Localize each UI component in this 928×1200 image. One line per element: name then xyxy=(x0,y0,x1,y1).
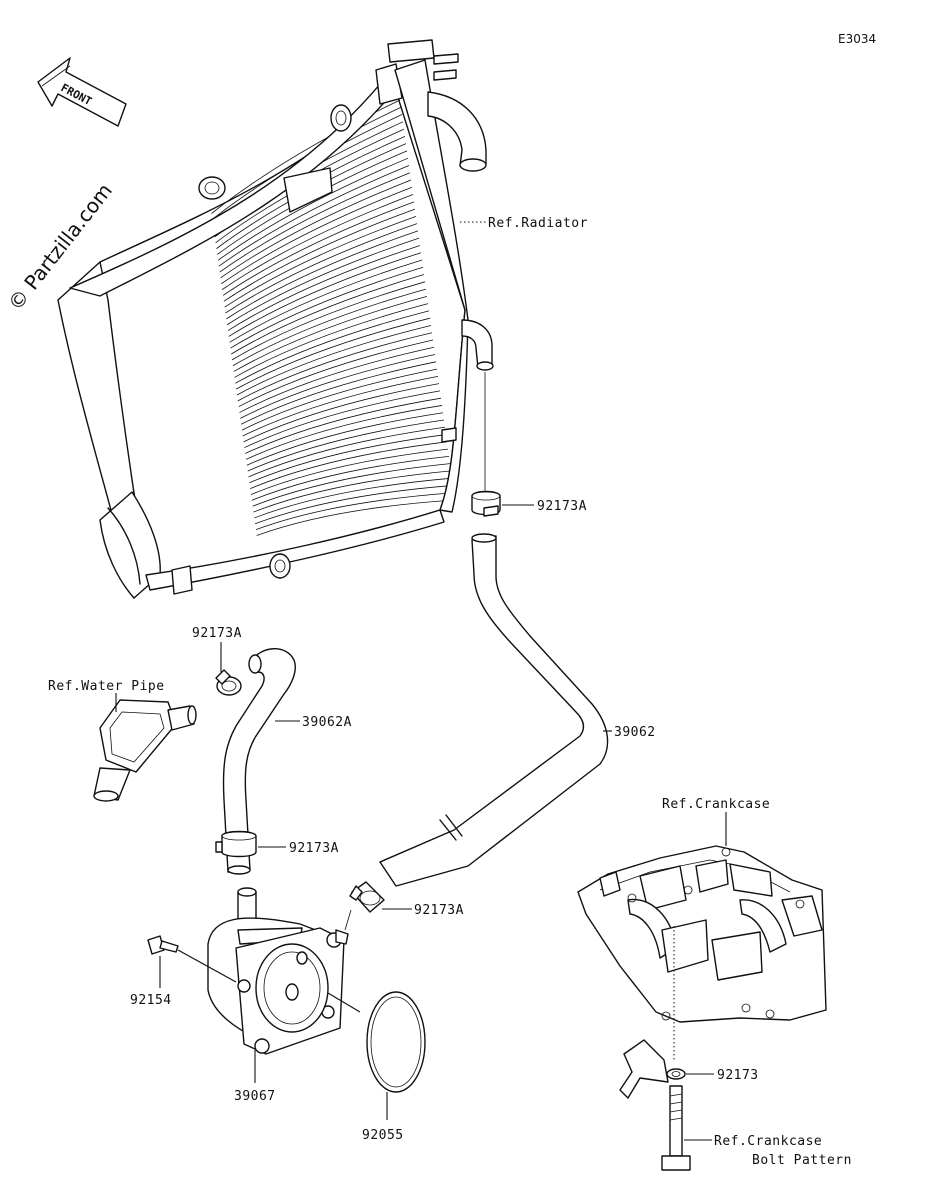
radiator-fin xyxy=(224,215,417,308)
radiator-fin xyxy=(251,455,450,501)
radiator-assembly xyxy=(57,39,494,599)
hose-clamp-92173A-mid xyxy=(215,830,257,858)
label-39062: 39062 xyxy=(614,725,656,740)
radiator-fin xyxy=(240,361,437,425)
filler-neck xyxy=(387,39,459,81)
radiator-fin xyxy=(239,346,435,413)
label-92173: 92173 xyxy=(717,1068,759,1083)
hose-39062A xyxy=(222,648,296,875)
radiator-fin xyxy=(235,310,430,384)
label-39067: 39067 xyxy=(234,1089,276,1104)
figure-code: E3034 xyxy=(838,32,876,46)
radiator-fin xyxy=(245,405,443,460)
radiator-fin xyxy=(253,470,452,513)
hose-clamp-92173A-cooler xyxy=(349,881,385,913)
radiator-fin xyxy=(252,463,451,507)
radiator-fin xyxy=(229,259,423,343)
label-39062A: 39062A xyxy=(302,715,352,730)
bolt-92154 xyxy=(147,935,179,955)
crankcase-bolt xyxy=(661,1085,691,1171)
radiator-fin xyxy=(230,266,424,349)
radiator-fin xyxy=(245,397,442,454)
radiator-fin xyxy=(256,499,456,536)
radiator-fin xyxy=(240,354,436,419)
radiator-fin xyxy=(255,492,455,531)
label-92055: 92055 xyxy=(362,1128,404,1143)
radiator-fin xyxy=(234,303,429,378)
radiator-fin xyxy=(227,245,421,331)
radiator-fin xyxy=(247,419,445,472)
label-ref-crankcase: Ref.Crankcase xyxy=(662,797,770,812)
radiator-fin xyxy=(231,274,425,355)
radiator-fin xyxy=(226,230,419,320)
crankcase-section xyxy=(577,845,827,1023)
oil-cooler-39067 xyxy=(207,887,349,1055)
radiator-fin xyxy=(250,441,448,490)
o-ring-92055 xyxy=(366,991,426,1093)
radiator-fin xyxy=(225,223,418,314)
bracket-and-washer-92173 xyxy=(619,1039,686,1099)
radiator-fin xyxy=(218,165,410,267)
radiator-fin xyxy=(221,186,413,285)
radiator-fin xyxy=(228,252,422,337)
radiator-fin xyxy=(219,172,411,273)
radiator-fin xyxy=(221,194,414,290)
label-ref-crankcase-bolt-line2: Bolt Pattern xyxy=(752,1153,852,1168)
label-ref-radiator: Ref.Radiator xyxy=(488,216,588,231)
radiator-fin xyxy=(222,201,415,296)
radiator-fin xyxy=(226,237,420,326)
radiator-fin xyxy=(254,485,454,525)
radiator-fin xyxy=(241,368,438,431)
radiator-fin xyxy=(246,412,444,466)
radiator-fin xyxy=(248,426,446,478)
radiator-fin xyxy=(223,208,416,302)
radiator-fin xyxy=(220,179,412,279)
bottom-bracket xyxy=(171,553,291,595)
radiator-fin xyxy=(249,434,447,484)
label-92173A-cooler: 92173A xyxy=(414,903,464,918)
label-92154: 92154 xyxy=(130,993,172,1008)
hose-39062 xyxy=(379,533,609,887)
label-ref-water-pipe: Ref.Water Pipe xyxy=(48,679,165,694)
radiator-fin xyxy=(231,281,426,361)
radiator-fin xyxy=(212,106,402,220)
radiator-fin xyxy=(254,477,453,519)
radiator-fin xyxy=(238,339,434,408)
radiator-fin xyxy=(244,390,441,449)
hose-clamp-92173A-left xyxy=(215,669,242,696)
hose-clamp-92173A-top xyxy=(471,490,501,517)
label-92173A-left: 92173A xyxy=(192,626,242,641)
label-92173A-top: 92173A xyxy=(537,499,587,514)
radiator-fin xyxy=(235,317,431,390)
radiator-fin xyxy=(243,383,440,443)
water-pipe-fitting xyxy=(93,699,197,802)
radiator-fin xyxy=(236,325,432,396)
label-ref-crankcase-bolt-line1: Ref.Crankcase xyxy=(714,1134,822,1149)
label-92173A-mid: 92173A xyxy=(289,841,339,856)
radiator-fin xyxy=(242,375,439,437)
radiator-fin xyxy=(217,157,409,261)
radiator-fin xyxy=(237,332,433,402)
radiator-fin xyxy=(233,295,428,372)
radiator-fin xyxy=(232,288,427,367)
front-arrow-icon: FRONT xyxy=(37,57,127,127)
radiator-fin xyxy=(250,448,449,495)
